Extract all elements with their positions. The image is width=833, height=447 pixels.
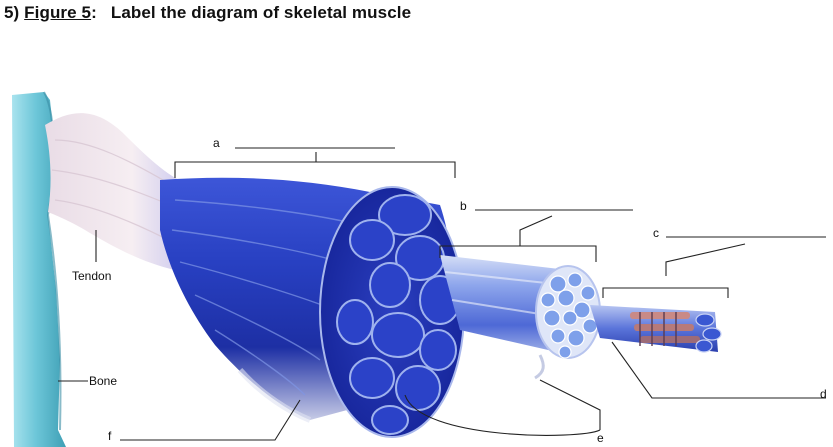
question-number: 5) [4, 3, 20, 22]
muscle-cross-section [319, 186, 465, 438]
muscle-fiber [590, 305, 722, 353]
label-e: e [597, 431, 604, 445]
label-c: c [653, 226, 659, 240]
label-a: a [213, 136, 220, 150]
figure-heading: 5) Figure 5: Label the diagram of skeleta… [4, 3, 411, 23]
label-f: f [108, 429, 112, 443]
fascicle [440, 255, 601, 380]
figure-title: Label the diagram of skeletal muscle [110, 3, 412, 22]
tendon-label: Tendon [72, 269, 111, 283]
label-b: b [460, 199, 467, 213]
bone-label: Bone [89, 374, 117, 388]
label-d: d [820, 387, 827, 401]
label-leader-lines [58, 147, 826, 441]
myofibrils [630, 312, 700, 346]
heading-colon: : [91, 3, 97, 22]
figure-number: Figure 5 [24, 3, 92, 22]
